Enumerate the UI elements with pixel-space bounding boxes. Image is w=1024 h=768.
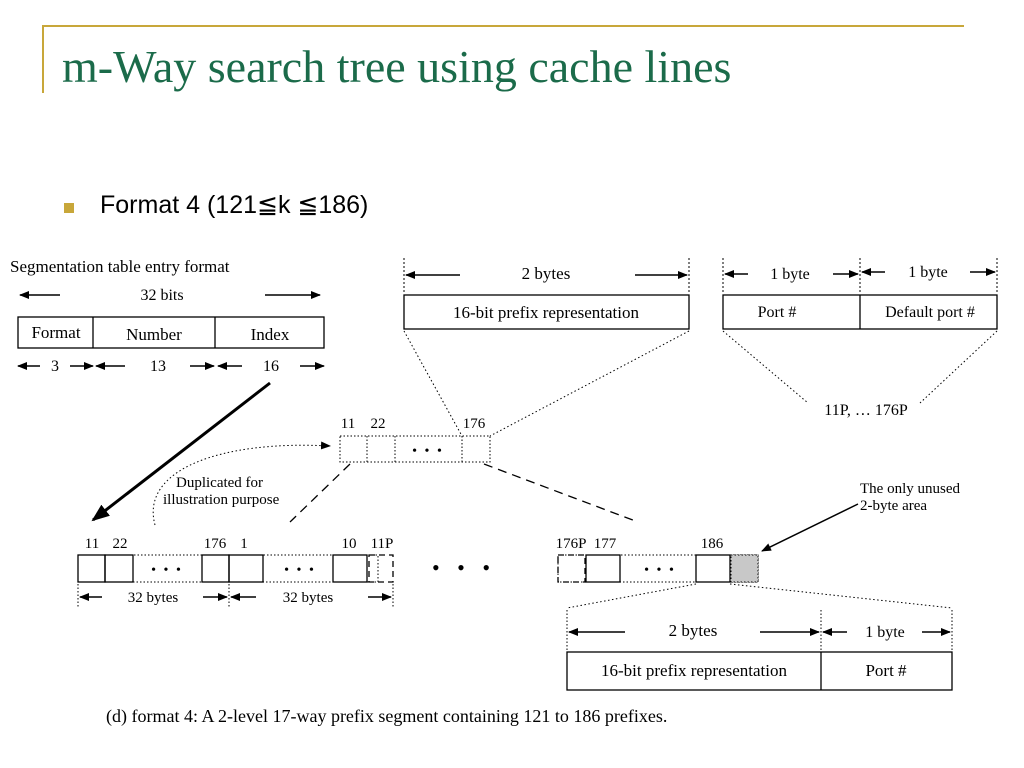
bl-width-label-1: 32 bytes: [128, 590, 179, 606]
seg-entry-box: [17, 316, 325, 349]
port-range-label: 11P, … 176P: [824, 402, 908, 419]
seg-size-number: 13: [150, 358, 166, 375]
leaf-entry-box: [566, 651, 953, 691]
bl-cell: [201, 554, 230, 583]
port-width-label-1: 1 byte: [770, 266, 810, 283]
bot-prefix-label: 16-bit prefix representation: [601, 661, 787, 680]
second-level-cache-line: 11 22 176 • • •: [339, 416, 491, 463]
slide-title: m-Way search tree using cache lines: [62, 41, 732, 92]
seg-width-label: 32 bits: [140, 287, 183, 304]
br-label-186: 186: [701, 536, 724, 552]
bl-label-11: 11: [85, 536, 99, 552]
leaf-entry-format: 2 bytes 1 byte 16-bit prefix representat…: [566, 610, 953, 691]
bl-width-label-2: 32 bytes: [283, 590, 334, 606]
seg-field-number: Number: [126, 325, 182, 344]
bullet-text: Format 4 (121≦k ≦186): [100, 191, 369, 219]
segmentation-entry-format: Segmentation table entry format 32 bits …: [10, 257, 325, 375]
mid-label-11: 11: [341, 416, 355, 432]
top-prefix-box: [403, 294, 690, 330]
top-width-label: 2 bytes: [522, 264, 571, 283]
mid-ellipsis: • • •: [412, 444, 444, 459]
port-width-label-2: 1 byte: [908, 264, 948, 281]
port-entry-format: 1 byte 1 byte Port # Default port # 11P,…: [722, 258, 998, 419]
seg-field-index: Index: [251, 325, 290, 344]
group-ellipsis: • • •: [432, 555, 496, 580]
bl-ellipsis-2: • • •: [284, 563, 316, 578]
dup-note-line1: Duplicated for: [176, 475, 263, 491]
mid-label-176: 176: [463, 416, 486, 432]
mid-block: [339, 435, 491, 463]
bl-cell: [332, 554, 368, 583]
bl-label-10: 10: [342, 536, 357, 552]
bot-width-label-2: 1 byte: [865, 624, 905, 641]
unused-pointer-arrow: [761, 503, 859, 552]
br-label-177: 177: [594, 536, 617, 552]
mid-label-22: 22: [371, 416, 386, 432]
bl-cell: [228, 554, 264, 583]
bl-label-22: 22: [113, 536, 128, 552]
title-accent-line: [42, 25, 964, 27]
bl-ellipsis-1: • • •: [151, 563, 183, 578]
br-ellipsis: • • •: [644, 563, 676, 578]
projection-line: [403, 330, 463, 437]
bullet-square-icon: [64, 203, 74, 213]
bl-label-1: 1: [240, 536, 248, 552]
bl-cell-partial: [368, 554, 394, 583]
first-level-cache-lines: 11 22 176 1 10 11P • • • • • • 32 bytes …: [77, 536, 394, 608]
bot-width-label-1: 2 bytes: [669, 621, 718, 640]
port-label: Port #: [758, 304, 797, 321]
seg-format-title: Segmentation table entry format: [10, 257, 230, 276]
bot-port-label: Port #: [865, 661, 907, 680]
expansion-line: [289, 463, 351, 523]
seg-field-format: Format: [31, 323, 80, 342]
br-label-176p: 176P: [556, 536, 587, 552]
projection-line: [729, 583, 953, 609]
br-cell-partial: [557, 554, 586, 583]
default-port-label: Default port #: [885, 304, 975, 321]
prefix-entry-format: 2 bytes 16-bit prefix representation: [403, 258, 690, 330]
projection-line: [566, 583, 697, 609]
br-cell: [585, 554, 621, 583]
top-prefix-label: 16-bit prefix representation: [453, 303, 639, 322]
projection-line: [489, 330, 690, 437]
bl-label-11p: 11P: [371, 536, 394, 552]
index-pointer-arrow: [91, 381, 271, 522]
bl-label-176: 176: [204, 536, 227, 552]
bl-cell: [77, 554, 106, 583]
dup-note-line2: illustration purpose: [163, 492, 280, 508]
expansion-line: [483, 463, 639, 523]
seg-size-index: 16: [263, 358, 279, 375]
projection-line: [722, 330, 809, 404]
unused-area-cell: [730, 554, 759, 583]
br-cell-186: [695, 554, 731, 583]
unused-note-line2: 2-byte area: [860, 498, 927, 514]
seg-size-format: 3: [51, 358, 59, 375]
bl-cell: [104, 554, 134, 583]
projection-line: [919, 330, 998, 404]
last-cache-line: 176P 177 186 • • •: [556, 536, 759, 583]
title-accent-bar: [42, 25, 44, 93]
unused-note-line1: The only unused: [860, 481, 960, 497]
figure-caption: (d) format 4: A 2-level 17-way prefix se…: [106, 706, 667, 727]
